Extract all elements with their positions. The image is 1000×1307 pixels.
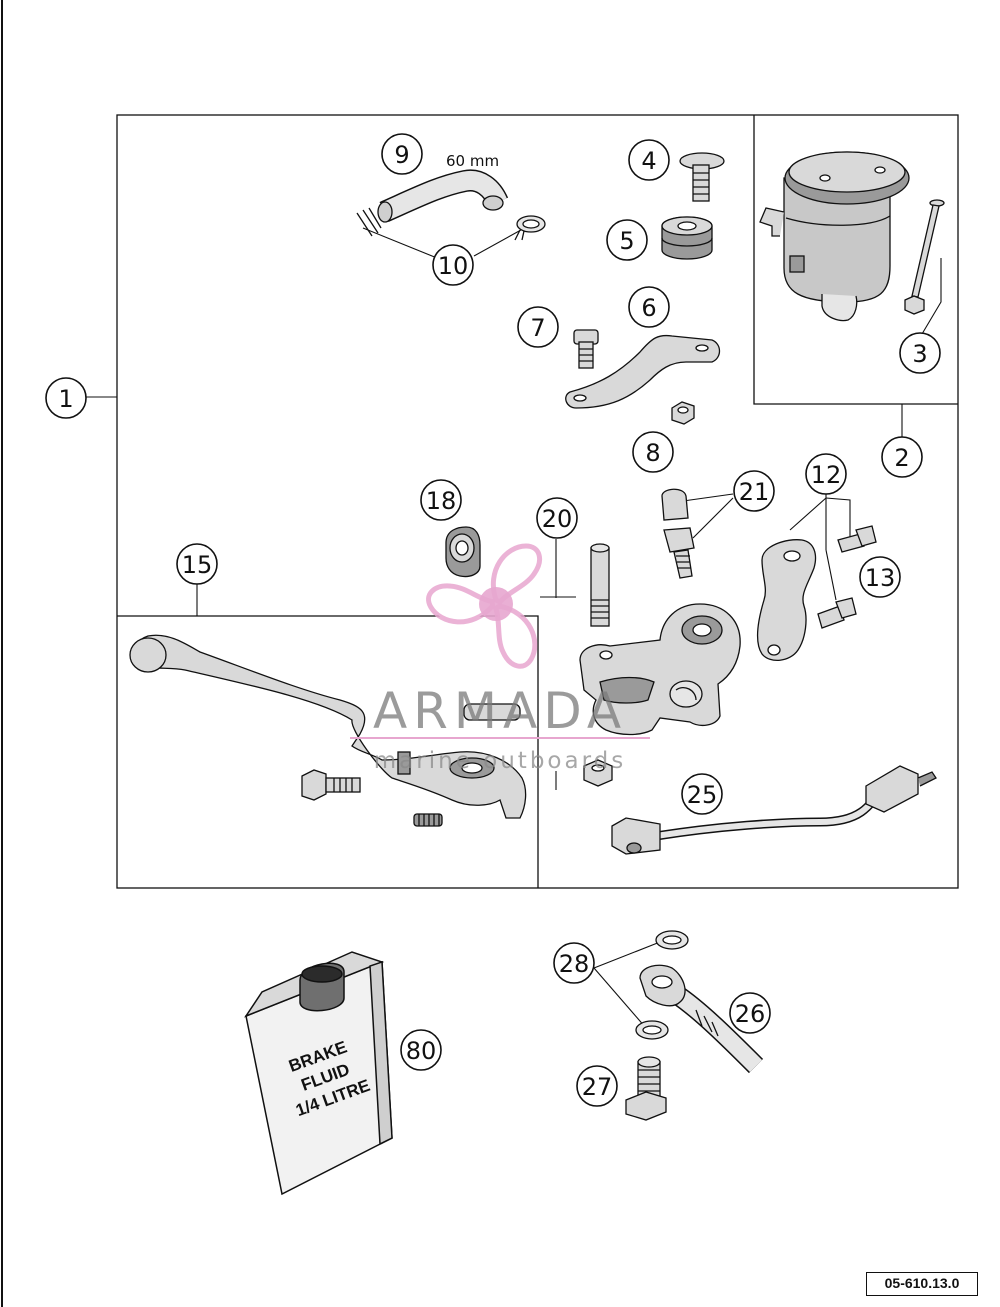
bolt-3 (904, 199, 945, 315)
brake-line-26 (639, 964, 764, 1074)
svg-text:7: 7 (530, 314, 545, 342)
svg-text:12: 12 (811, 461, 842, 489)
grommet-18 (445, 526, 481, 578)
callout-2: 2 (881, 436, 923, 478)
banjo-bolt-27 (625, 1056, 667, 1121)
screw-13-upper (837, 525, 877, 553)
watermark-title: ARMADA (373, 682, 627, 740)
watermark-propeller-icon (424, 543, 548, 671)
svg-text:5: 5 (619, 227, 634, 255)
callout-6: 6 (628, 286, 670, 328)
callout-15: 15 (176, 543, 218, 585)
screw-13-lower (817, 597, 857, 629)
master-cylinder (579, 603, 741, 736)
callout-1: 1 (45, 377, 87, 419)
svg-text:13: 13 (865, 564, 896, 592)
svg-text:20: 20 (542, 505, 573, 533)
lever-15-frame (117, 615, 539, 888)
bracket-6 (565, 334, 721, 409)
svg-text:25: 25 (687, 781, 718, 809)
svg-text:4: 4 (641, 147, 656, 175)
leader-lines (86, 224, 942, 1029)
screw-4 (679, 152, 725, 202)
callout-28: 28 (553, 942, 595, 984)
reservoir-2 (759, 151, 910, 322)
svg-text:2: 2 (894, 444, 909, 472)
clamp-12 (756, 539, 817, 661)
rubber-5 (661, 216, 713, 260)
bleeder-21 (661, 488, 695, 579)
nut-20 (583, 759, 613, 787)
hose-9 (377, 169, 509, 223)
svg-text:15: 15 (182, 551, 213, 579)
svg-text:18: 18 (426, 487, 457, 515)
svg-text:6: 6 (641, 294, 656, 322)
screw-7 (573, 329, 599, 369)
pin-20 (590, 543, 610, 627)
clamp-10-right (514, 215, 546, 241)
svg-text:1: 1 (58, 385, 73, 413)
callout-26: 26 (729, 992, 771, 1034)
callout-8: 8 (632, 431, 674, 473)
callout-27: 27 (576, 1065, 618, 1107)
svg-text:80: 80 (406, 1037, 437, 1065)
callout-4: 4 (628, 139, 670, 181)
nut-8 (671, 401, 695, 425)
washer-28-lower (635, 1020, 669, 1040)
callout-3: 3 (899, 332, 941, 374)
callout-18: 18 (420, 479, 462, 521)
pushrod-15 (463, 703, 521, 721)
callout-12: 12 (805, 453, 847, 495)
watermark: ARMADA marine outboards (350, 543, 650, 774)
svg-text:3: 3 (912, 340, 927, 368)
callout-21: 21 (733, 470, 775, 512)
svg-text:10: 10 (438, 252, 469, 280)
assembly-frames (116, 114, 959, 889)
brake-fluid-bottle-80 (244, 951, 393, 1196)
pivot-bolt-15 (301, 769, 361, 801)
reservoir-2-frame (753, 115, 958, 405)
svg-text:26: 26 (735, 1000, 766, 1028)
switch-cable-25 (611, 765, 937, 855)
svg-text:27: 27 (582, 1073, 613, 1101)
svg-text:28: 28 (559, 950, 590, 978)
callout-20: 20 (536, 497, 578, 539)
callout-25: 25 (681, 773, 723, 815)
lever-15 (129, 634, 527, 819)
callout-10: 10 (432, 244, 474, 286)
svg-text:9: 9 (394, 141, 409, 169)
svg-text:21: 21 (739, 478, 770, 506)
spring-15 (413, 813, 443, 827)
callout-80: 80 (400, 1029, 442, 1071)
watermark-subtitle: marine outboards (374, 748, 626, 774)
hose-length-note: 60 mm (446, 152, 499, 170)
callouts: 1 2 3 4 5 6 7 8 9 10 12 13 15 18 20 21 2… (45, 133, 941, 1107)
svg-text:8: 8 (645, 439, 660, 467)
callout-9: 9 (381, 133, 423, 175)
diagram-reference: 05-610.13.0 (866, 1272, 978, 1296)
callout-7: 7 (517, 306, 559, 348)
clamp-10-left (356, 207, 382, 237)
callout-13: 13 (859, 556, 901, 598)
washer-28-upper (655, 930, 689, 950)
callout-5: 5 (606, 219, 648, 261)
